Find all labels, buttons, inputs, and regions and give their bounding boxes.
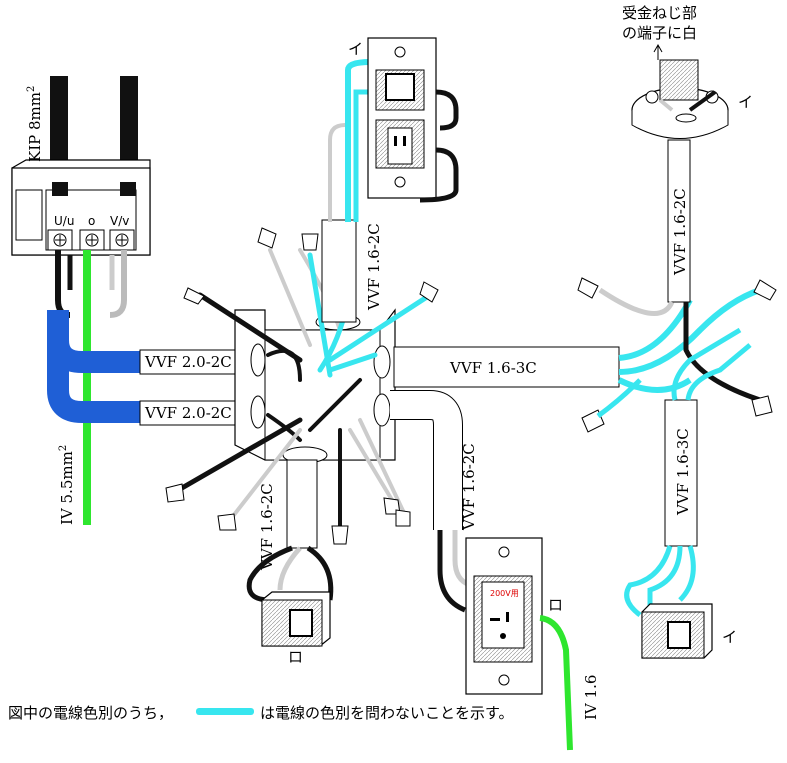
connector-10 xyxy=(577,277,599,299)
connector-13 xyxy=(751,395,773,417)
terminal-o-label: o xyxy=(88,214,95,228)
lamp-note-line2: の端子に白 xyxy=(622,24,697,42)
iv16-label: IV 1.6 xyxy=(582,675,600,720)
vvf-16-3c-vertical-label: VVF 1.6-3C xyxy=(674,428,692,516)
vvf-16-2c-lamp-cable: VVF 1.6-2C xyxy=(598,139,761,403)
outlet-ro-label: ロ xyxy=(548,596,563,614)
top-switch-cable: VVF 1.6-2C xyxy=(321,59,383,323)
vvf-20-upper-label: VVF 2.0-2C xyxy=(144,353,232,371)
kip-cable-label: KIP 8mm2 xyxy=(26,86,44,162)
ground-wire-label: IV 5.5mm2 xyxy=(58,445,76,525)
vvf-16-2c-bottom-cable: VVF 1.6-2C xyxy=(246,459,334,603)
ground-wire-iv55 xyxy=(83,250,91,525)
footnote-before: 図中の電線色別のうち， xyxy=(8,704,173,722)
terminal-u-label: U/u xyxy=(54,214,74,228)
connector-5 xyxy=(165,483,185,503)
right-switch-toggle xyxy=(667,621,691,649)
lamp-receptacle xyxy=(631,43,729,139)
vvf-16-3c-horizontal-cable: VVF 1.6-3C xyxy=(393,287,761,393)
top-switch-i-label: イ xyxy=(348,40,363,58)
breaker: U/u o V/v KIP 8mm2 xyxy=(11,76,151,256)
connector-7 xyxy=(331,525,349,545)
right-switch-i-label: イ xyxy=(722,628,737,646)
lamp-note-line1: 受金ねじ部 xyxy=(622,4,697,22)
connector-3 xyxy=(301,233,319,251)
footnote-cyan-swatch xyxy=(196,708,254,715)
wire-connectors xyxy=(165,227,439,545)
connector-9 xyxy=(395,509,411,527)
vvf-16-2c-right-cable: VVF 1.6-2C xyxy=(390,390,478,613)
vvf-16-2c-right-label: VVF 1.6-2C xyxy=(460,443,478,531)
top-switch-outlet-plate xyxy=(367,37,459,203)
terminal-v-label: V/v xyxy=(110,214,129,228)
lamp-connectors xyxy=(577,277,777,433)
vvf-16-2c-top-label: VVF 1.6-2C xyxy=(365,223,383,311)
lamp-i-label: イ xyxy=(738,93,753,111)
bottom-switch-ro-label: ロ xyxy=(288,648,303,666)
vvf-16-3c-horizontal-label: VVF 1.6-3C xyxy=(449,359,537,377)
connector-1 xyxy=(183,287,205,305)
outlet-200v-plate: 200V用 xyxy=(465,537,543,695)
outlet-200v-label: 200V用 xyxy=(490,589,519,598)
bottom-switch-toggle xyxy=(289,609,313,637)
connector-6 xyxy=(217,513,237,531)
top-switch-toggle xyxy=(385,73,415,101)
iv16-green-wire xyxy=(539,615,573,751)
vvf-16-3c-vertical-cable: VVF 1.6-3C xyxy=(624,327,752,617)
connector-2 xyxy=(257,227,277,249)
vvf-16-2c-lamp-label: VVF 1.6-2C xyxy=(671,188,689,276)
vvf-20-lower-label: VVF 2.0-2C xyxy=(144,404,232,422)
connector-11 xyxy=(753,279,777,301)
vvf-16-2c-bottom-label: VVF 1.6-2C xyxy=(258,483,276,571)
footnote-after: は電線の色別を問わないことを示す。 xyxy=(260,704,514,722)
outlet-200v-face xyxy=(481,581,525,649)
bottom-switch-ro xyxy=(261,591,331,647)
top-outlet-face xyxy=(387,127,413,165)
junction-box xyxy=(234,308,396,464)
connector-4 xyxy=(419,281,439,303)
right-switch-i xyxy=(641,603,713,659)
